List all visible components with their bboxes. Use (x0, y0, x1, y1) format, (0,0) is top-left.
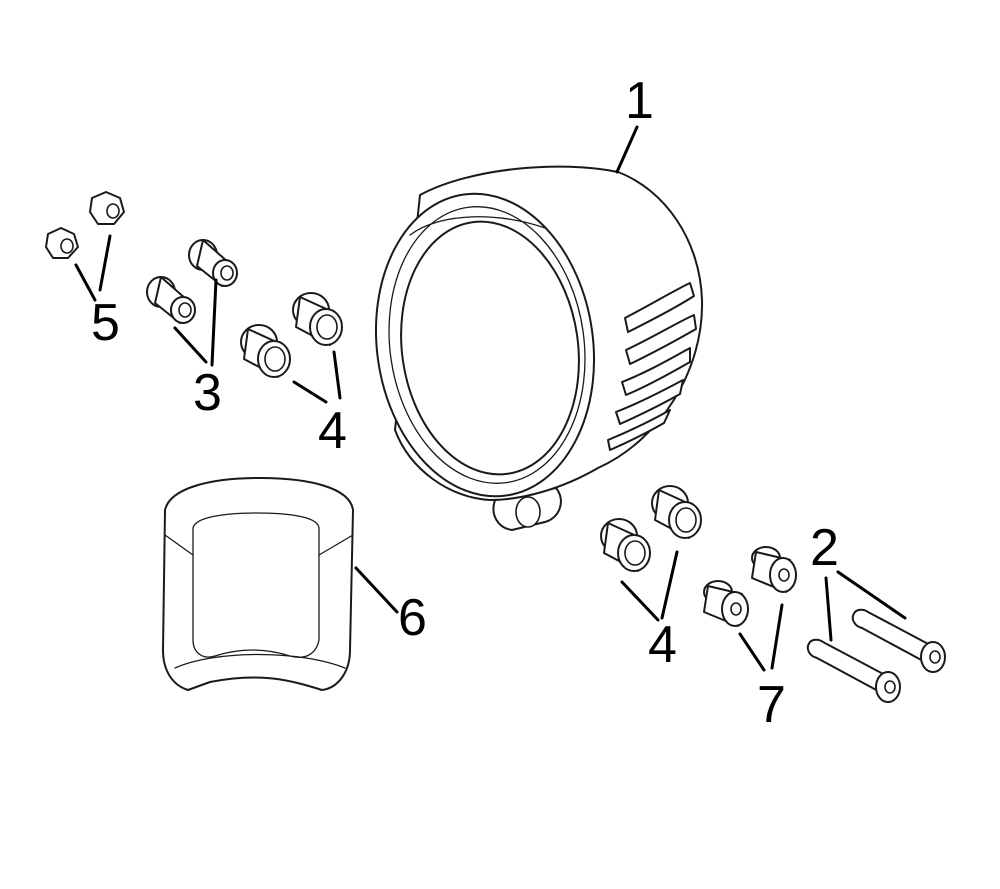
cover-plate (162, 477, 354, 691)
screw-pair (806, 608, 946, 703)
callout-5: 5 (91, 294, 120, 352)
callout-6: 6 (398, 589, 427, 647)
cooling-fins (607, 282, 697, 451)
sleeve-pair (146, 239, 238, 324)
callout-4-left: 4 (318, 402, 347, 460)
leader-lines (74, 125, 907, 672)
callout-4-right: 4 (648, 616, 677, 674)
callout-3: 3 (193, 364, 222, 422)
callout-numbers: 1 2 3 4 4 5 6 7 (91, 72, 839, 734)
bushing-pair-right (600, 485, 702, 572)
callout-2: 2 (810, 519, 839, 577)
callout-1: 1 (625, 72, 654, 130)
callout-7: 7 (757, 676, 786, 734)
spacer-pair (703, 546, 797, 627)
headlight-assembly (374, 165, 704, 531)
bushing-pair-left (240, 292, 343, 378)
nut-pair (45, 191, 125, 259)
